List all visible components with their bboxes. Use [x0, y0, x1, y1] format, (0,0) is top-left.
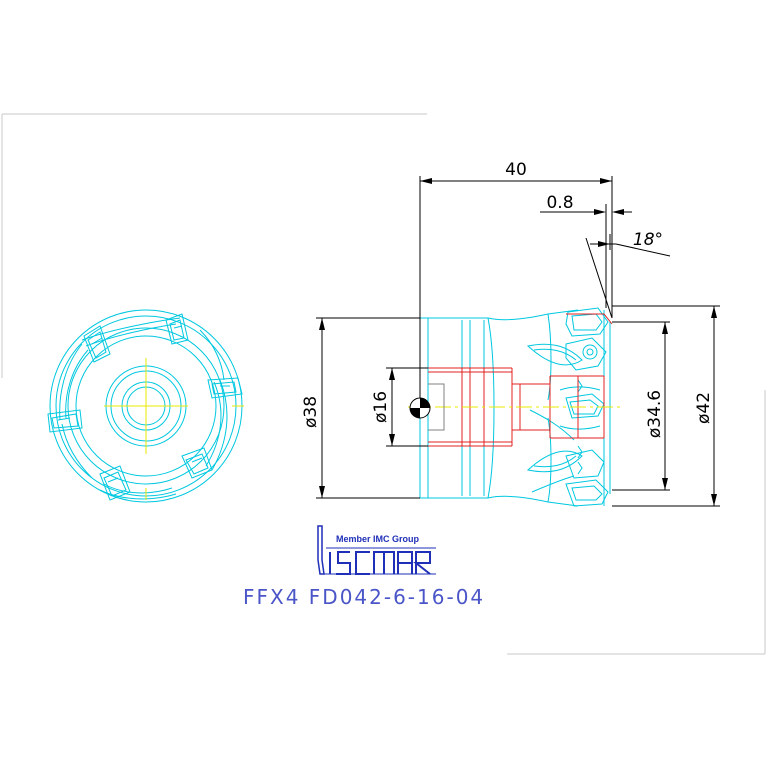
dimension-lines: [316, 176, 720, 507]
dim-bore-diameter: ø16: [371, 391, 391, 423]
datum-marker: [409, 397, 431, 419]
insert-bottom-right: [181, 447, 213, 479]
logo-swoosh: [317, 525, 325, 575]
tool-designation: FFX4 FD042-6-16-04: [243, 585, 485, 609]
insert-bottom-left: [99, 465, 131, 501]
side-view-bore: [420, 313, 613, 447]
page-border: [1, 113, 766, 655]
insert-right: [207, 377, 243, 399]
dim-body-diameter: ø38: [301, 396, 321, 428]
logo-tagline: Member IMC Group: [336, 534, 420, 544]
iscar-logo: Member IMC Group: [317, 525, 436, 575]
dim-overall-length: 40: [505, 160, 527, 180]
dim-angle: 18°: [633, 230, 663, 250]
dim-max-diameter: ø42: [694, 392, 714, 424]
end-view-inserts: [47, 313, 243, 501]
insert-left: [47, 409, 83, 433]
dim-cut-diameter: ø34.6: [645, 390, 665, 438]
end-view-centerlines: [104, 358, 244, 500]
insert-top-right: [165, 313, 189, 345]
logo-wordmark: [324, 547, 436, 575]
dimension-arrows: [319, 178, 717, 506]
dim-chamfer: 0.8: [546, 193, 573, 213]
side-view-keyway: [428, 383, 445, 431]
insert-top-left: [83, 325, 111, 363]
